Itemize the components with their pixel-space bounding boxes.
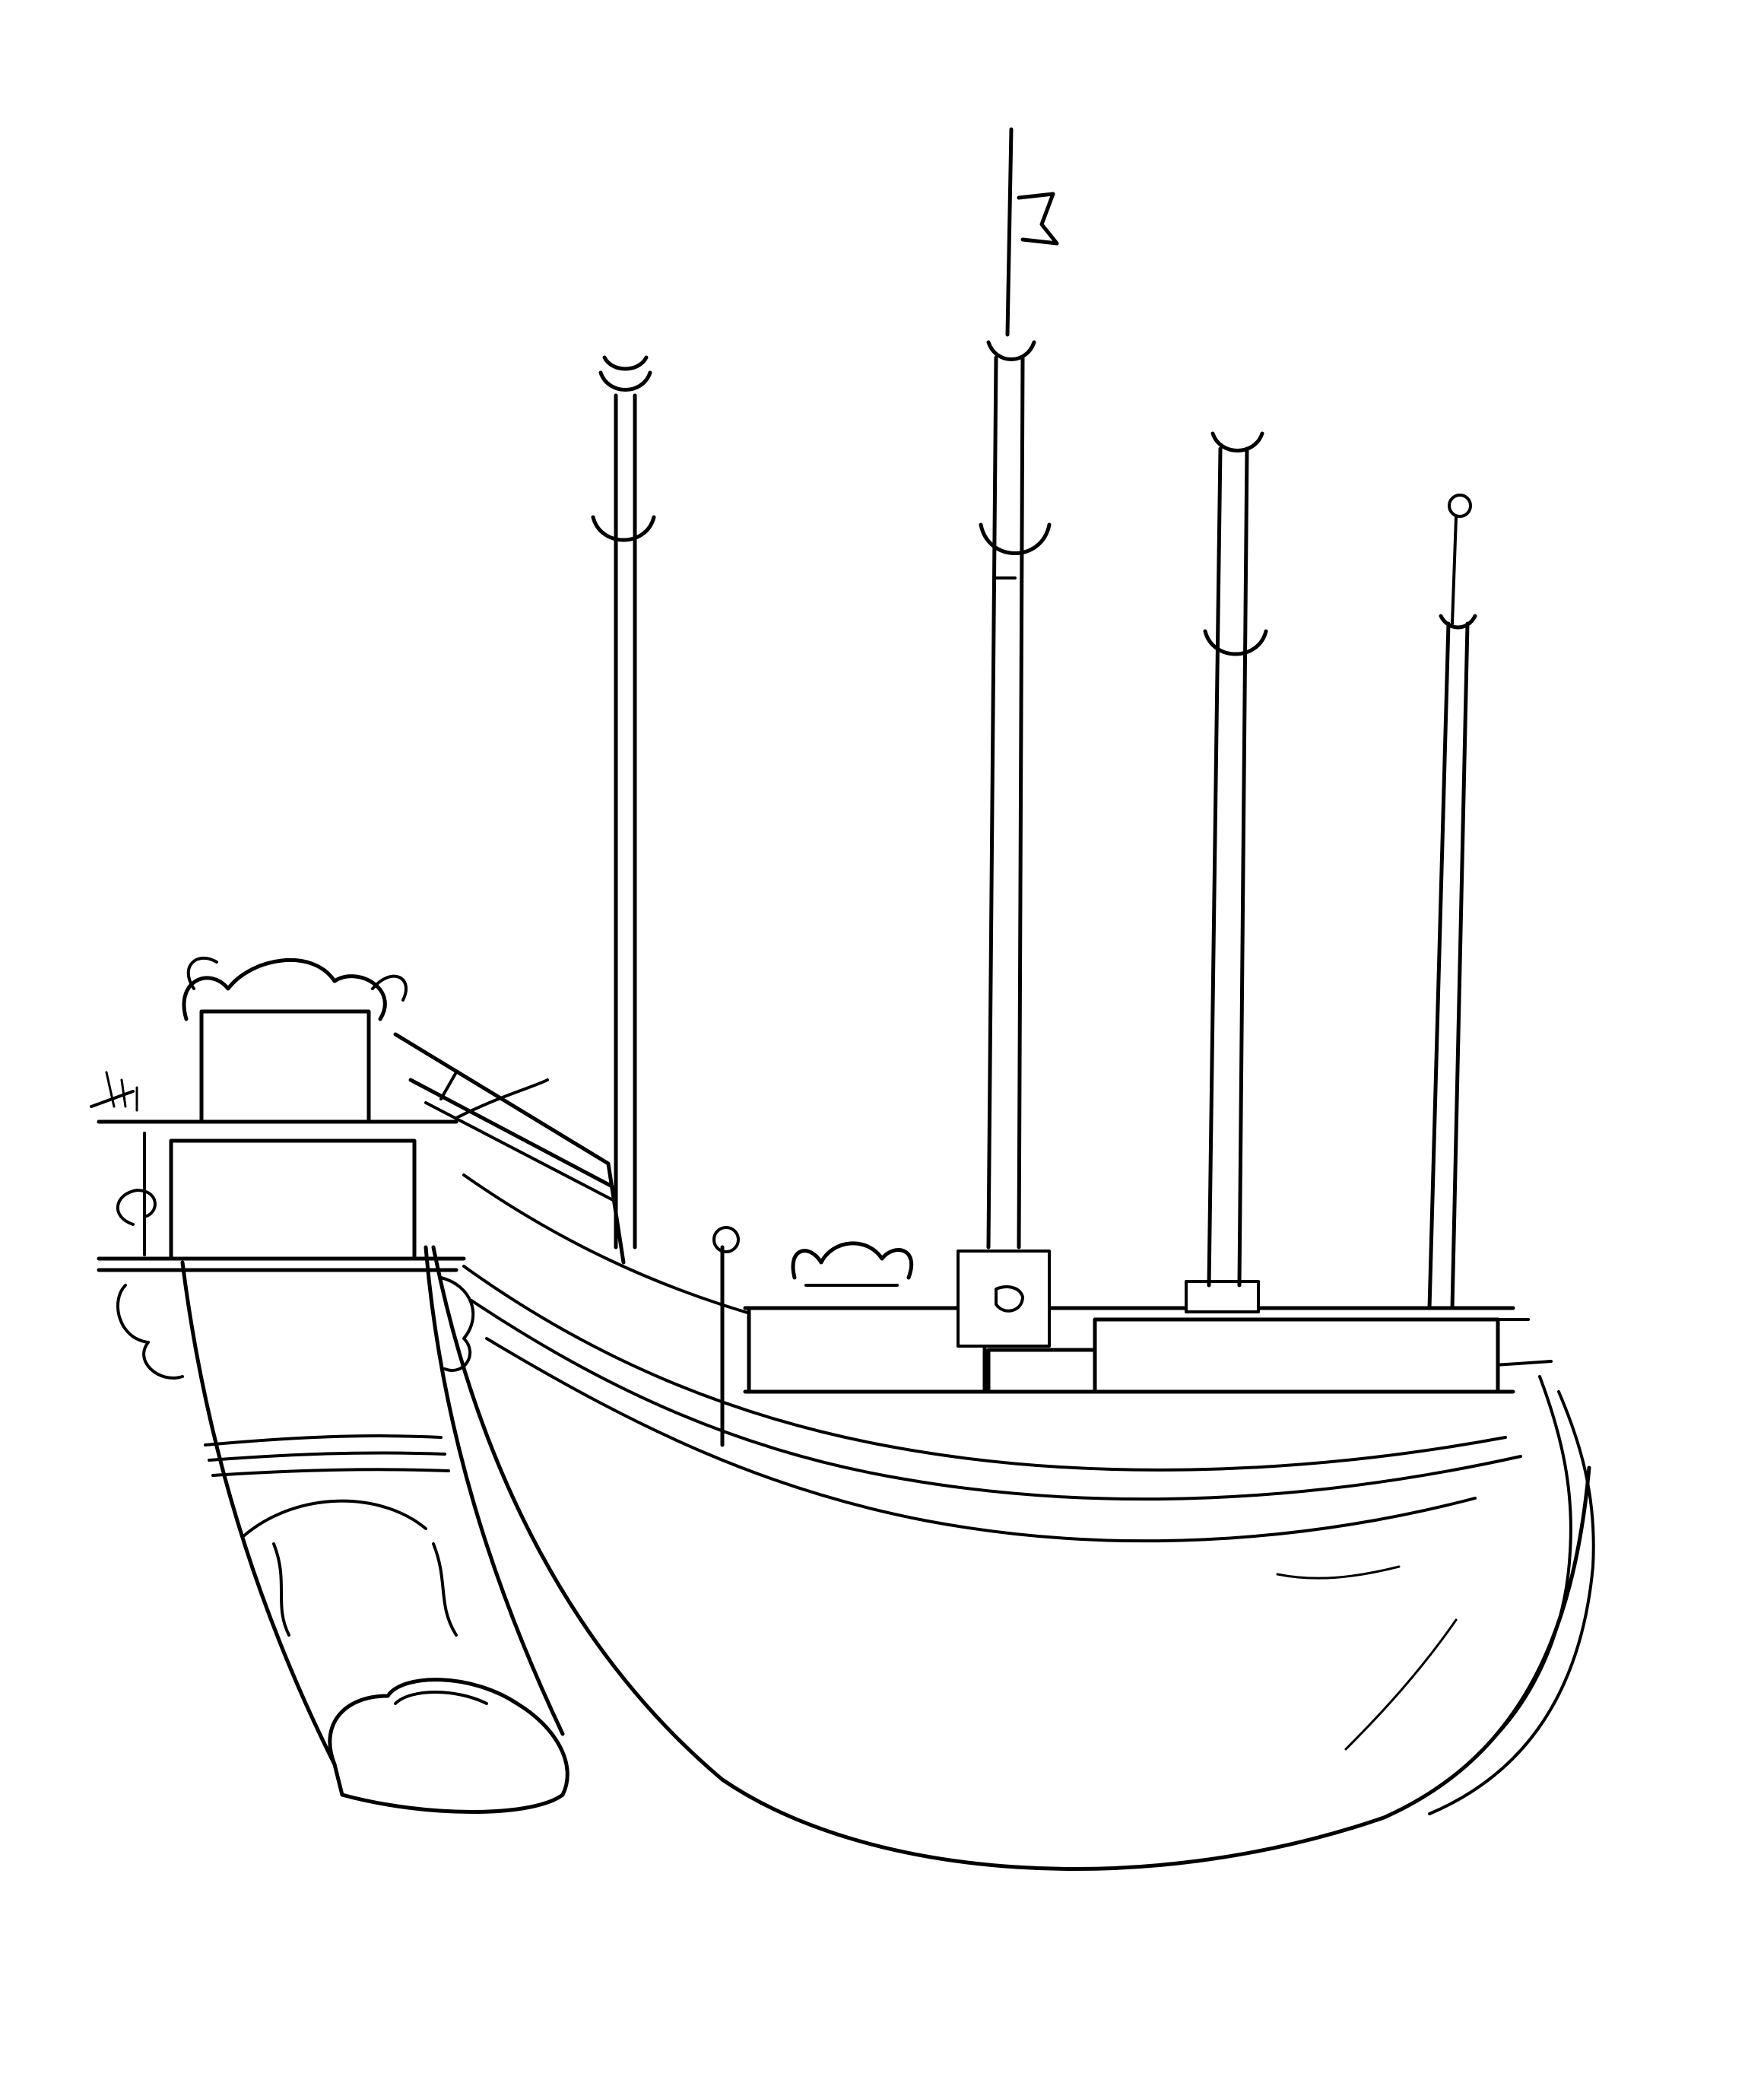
stern-castle [90, 957, 569, 1814]
deck-rails [393, 1032, 740, 1447]
four-masts [591, 127, 1477, 1310]
mast-2-main [979, 127, 1059, 1250]
mast-3 [1203, 431, 1268, 1288]
mast-4 [1427, 494, 1477, 1310]
junk-hull [431, 1173, 1595, 1871]
deck-cabins [743, 1241, 1530, 1394]
mast-1 [591, 355, 656, 1250]
